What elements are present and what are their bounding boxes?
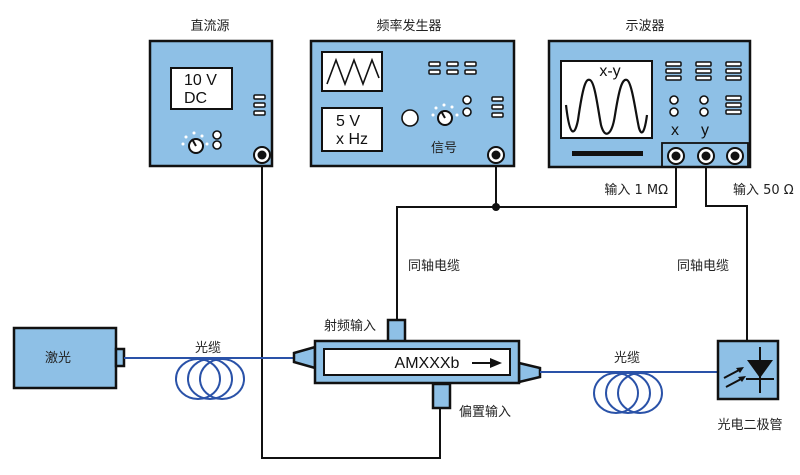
- coax-cable-label-left: 同轴电缆: [408, 258, 460, 274]
- photodiode: 光电二极管: [716, 339, 783, 433]
- dc-source-title: 直流源: [190, 19, 229, 34]
- dc-button[interactable]: [212, 130, 222, 140]
- y-channel-button[interactable]: [699, 95, 709, 105]
- function-generator-title: 频率发生器: [376, 18, 441, 34]
- dc-display-voltage: 10 V: [184, 72, 217, 89]
- input-1mohm-label: 输入 1 MΩ: [604, 182, 668, 198]
- generator-amplitude: 5 V: [336, 113, 360, 130]
- modulator-input-port: [292, 345, 317, 370]
- photodiode-box: [716, 339, 780, 401]
- laser-label: 激光: [45, 351, 71, 366]
- fiber-coil-right: [593, 372, 663, 414]
- fiber-label-right: 光缆: [614, 350, 640, 366]
- screen-mode-label: x-y: [599, 63, 620, 80]
- dc-display-mode: DC: [184, 90, 207, 107]
- fiber-coil-left: [175, 358, 245, 400]
- oscilloscope: 示波器 x-y x y: [547, 19, 752, 169]
- laser-box: [12, 326, 118, 390]
- triangle-wave-icon: [326, 57, 380, 87]
- dc-source: 直流源 10 V DC: [148, 19, 274, 168]
- generator-button[interactable]: [462, 107, 472, 117]
- coax-cable-label-right: 同轴电缆: [677, 258, 729, 274]
- generator-frequency-knob[interactable]: [430, 102, 460, 126]
- indicator-light: [253, 110, 266, 116]
- modulator: AMXXXb: [292, 318, 542, 410]
- signal-output-label: 信号: [431, 141, 457, 156]
- wire-signal-to-scope-x: [496, 158, 677, 208]
- scope-x-input-connector[interactable]: [667, 147, 685, 165]
- dc-output-connector[interactable]: [253, 146, 271, 164]
- fiber-label-left: 光缆: [195, 340, 221, 356]
- rf-input-port: [386, 318, 407, 344]
- photodiode-label: 光电二极管: [717, 418, 782, 433]
- indicator-light: [253, 102, 266, 108]
- function-generator: 频率发生器 5 V x Hz 信号: [309, 18, 516, 168]
- scope-y-input-connector[interactable]: [697, 147, 715, 165]
- x-channel-button[interactable]: [669, 95, 679, 105]
- laser-source: 激光: [12, 326, 126, 390]
- generator-display: [321, 107, 383, 152]
- generator-power-button[interactable]: [401, 109, 419, 127]
- x-channel-button[interactable]: [669, 107, 679, 117]
- junction-dot: [492, 203, 500, 211]
- dc-voltage-knob[interactable]: [180, 130, 210, 154]
- generator-frequency: x Hz: [336, 131, 368, 148]
- wire-signal-to-rf: [396, 157, 497, 320]
- dc-button[interactable]: [212, 140, 222, 150]
- modulator-model: AMXXXb: [395, 355, 460, 372]
- rf-input-label: 射频输入: [324, 318, 376, 334]
- scope-indicators: [665, 61, 742, 115]
- y-channel-button[interactable]: [699, 107, 709, 117]
- modulator-output-port: [517, 361, 542, 384]
- wire-photodiode-to-scope-y: [705, 158, 748, 340]
- screen-bar: [572, 151, 643, 156]
- channel-x-label: x: [671, 122, 679, 139]
- laser-output-port: [114, 347, 126, 368]
- generator-button[interactable]: [462, 95, 472, 105]
- indicator-light: [253, 94, 266, 100]
- dc-display: [170, 67, 233, 110]
- generator-indicators: [428, 61, 504, 118]
- arrow-right-icon: [472, 358, 502, 368]
- bias-input-label: 偏置输入: [459, 404, 511, 420]
- photodiode-icon: [723, 347, 774, 393]
- channel-y-label: y: [701, 122, 709, 139]
- scope-aux-input-connector[interactable]: [726, 147, 744, 165]
- sine-wave-trace: [564, 78, 649, 135]
- wire-dc-to-bias: [261, 157, 441, 459]
- input-50ohm-label: 输入 50 Ω: [733, 182, 794, 198]
- signal-output-connector[interactable]: [487, 146, 505, 164]
- input-connector-bay: [661, 142, 749, 168]
- bias-input-port: [431, 382, 452, 410]
- oscilloscope-title: 示波器: [625, 19, 664, 34]
